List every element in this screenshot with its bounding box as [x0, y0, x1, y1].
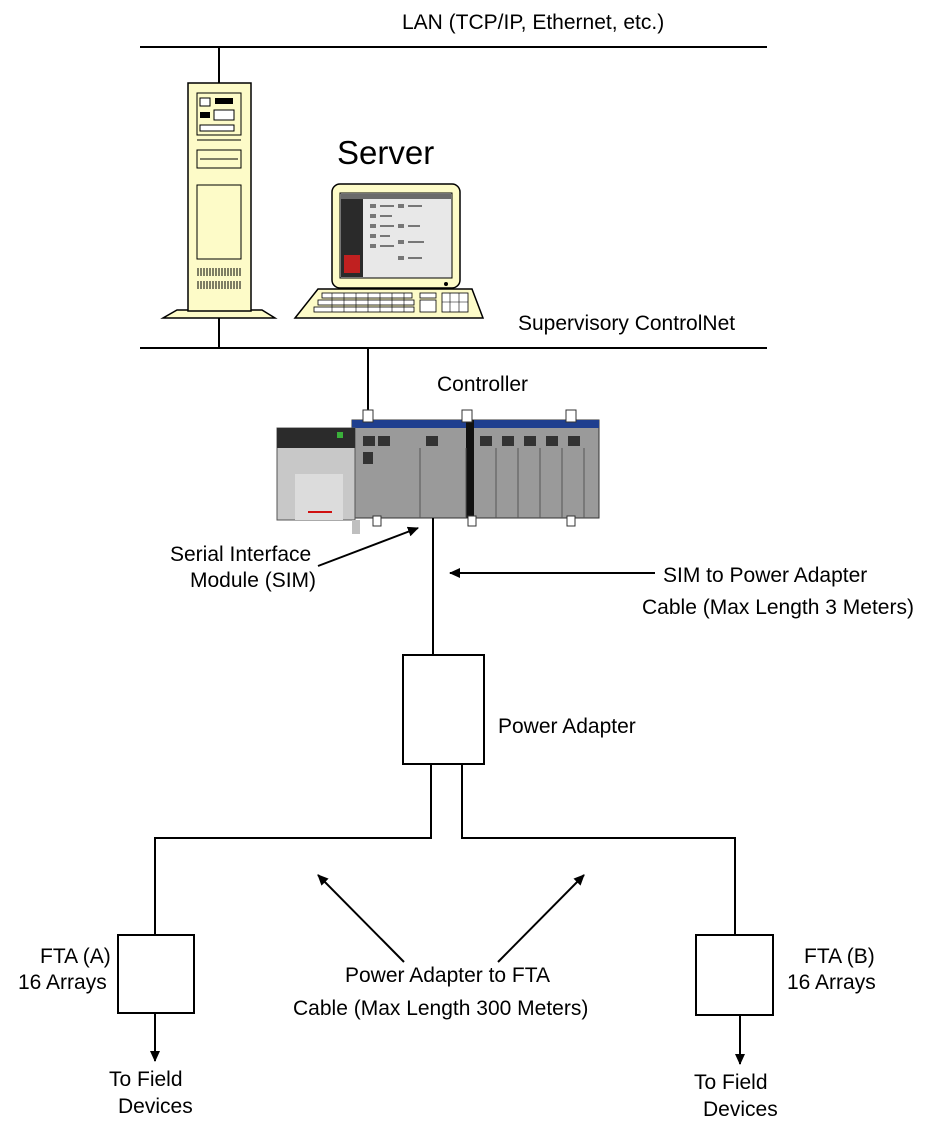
pa-cable-label-line1: Power Adapter to FTA [345, 964, 550, 987]
fta-a-box [117, 934, 195, 1014]
fta-b-label-line1: FTA (B) [804, 945, 875, 968]
distribution-cables [154, 764, 736, 935]
power-adapter-label: Power Adapter [498, 715, 636, 738]
supervisory-label: Supervisory ControlNet [518, 312, 735, 335]
fta-a-label-line1: FTA (A) [40, 945, 111, 968]
fta-a-label-line2: 16 Arrays [18, 971, 107, 994]
pa-cable-label-line2: Cable (Max Length 300 Meters) [293, 997, 588, 1020]
monitor-icon [331, 183, 461, 289]
power-adapter-box [402, 654, 485, 765]
sim-label-line1: Serial Interface [170, 543, 311, 566]
sim-cable-label-line2: Cable (Max Length 3 Meters) [642, 596, 914, 619]
sim-cable-label-line1: SIM to Power Adapter [663, 564, 867, 587]
field-b-label-line2: Devices [703, 1098, 778, 1121]
field-a-label-line2: Devices [118, 1095, 193, 1118]
sim-label-line2: Module (SIM) [190, 569, 316, 592]
server-tower-icon [160, 82, 278, 319]
pa-cable-arrow-left [317, 874, 405, 963]
lan-label: LAN (TCP/IP, Ethernet, etc.) [402, 11, 664, 34]
field-a-label-line1: To Field [109, 1068, 183, 1091]
pa-cable-arrow-right [497, 874, 585, 963]
keyboard-icon [293, 288, 485, 319]
sim-arrow [317, 526, 419, 567]
field-b-label-line1: To Field [694, 1071, 768, 1094]
controller-chassis-icon [276, 409, 600, 534]
fta-b-label-line2: 16 Arrays [787, 971, 876, 994]
controller-label: Controller [437, 373, 528, 396]
server-label: Server [337, 134, 434, 171]
fta-b-box [695, 934, 774, 1016]
